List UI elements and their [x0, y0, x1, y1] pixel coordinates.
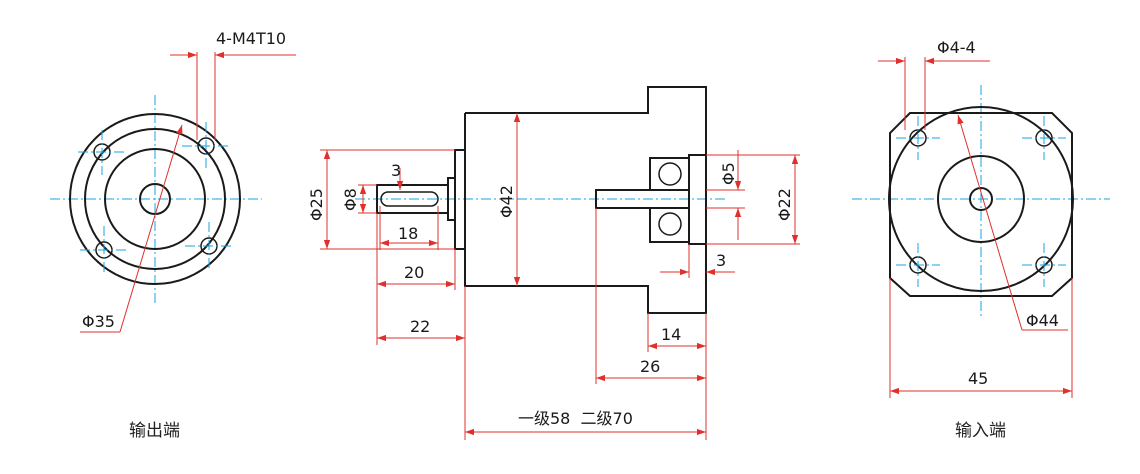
input-pcd-leader: [957, 114, 1023, 331]
input-bore-shaft: [595, 189, 690, 209]
output-shaft: [376, 184, 449, 214]
label-flange-spigot: Φ25: [307, 188, 326, 221]
label-14: 14: [661, 325, 681, 344]
label-input-thk: 3: [716, 251, 726, 270]
label-input-bore: Φ5: [719, 162, 738, 185]
output-pcd-label: Φ35: [82, 312, 115, 331]
output-pcd-leader: [119, 124, 183, 333]
dim-shaft-len-22: [377, 286, 466, 440]
output-outer-circle: [69, 113, 241, 285]
dim-flange-spigot: [320, 149, 455, 250]
output-keyway: [380, 191, 439, 207]
side-view: Φ25 Φ8 3 18 20 22 Φ: [307, 86, 800, 440]
output-flange-circle: [84, 128, 226, 270]
input-outer-circle: [888, 106, 1074, 292]
output-spigot-circle: [104, 148, 206, 250]
dim-14: [647, 313, 707, 440]
dim-26: [595, 208, 706, 384]
input-hole-label: Φ4-4: [937, 38, 976, 57]
dim-shaft-len-20: [376, 213, 456, 345]
input-hole-dimension: [878, 57, 990, 130]
input-mounting-holes: [896, 116, 1066, 287]
label-keyway-length: 18: [398, 224, 418, 243]
label-square-45: 45: [968, 369, 988, 388]
label-shaft-len-20: 20: [404, 263, 424, 282]
input-pcd-label: Φ44: [1026, 311, 1059, 330]
label-total-length: 一级58 二级70: [518, 409, 633, 428]
input-boss-circle: [937, 155, 1025, 243]
dim-shaft-dia: [358, 184, 377, 214]
label-body-dia: Φ42: [497, 185, 516, 218]
input-end-view: Φ4-4 Φ44 45 输入端: [852, 38, 1110, 441]
dim-keyway-length: [379, 206, 439, 250]
label-input-boss: Φ22: [775, 188, 794, 221]
label-keyway-width: 3: [391, 161, 401, 180]
dim-input-boss: [706, 154, 800, 245]
output-end-view: 4-M4T10 Φ35 输出端: [50, 29, 296, 441]
dim-input-bore: [706, 150, 745, 240]
input-end-caption: 输入端: [955, 421, 1006, 441]
output-end-caption: 输出端: [129, 421, 180, 441]
dim-input-thk: [660, 244, 735, 278]
dim-square-45: [889, 278, 1073, 398]
label-26: 26: [640, 357, 660, 376]
input-bore-circle: [969, 187, 993, 211]
output-mounting-holes: [78, 122, 233, 274]
label-shaft-len-22: 22: [410, 317, 430, 336]
output-hole-label: 4-M4T10: [216, 29, 286, 48]
output-hole-dimension: [170, 51, 296, 140]
label-shaft-dia: Φ8: [341, 188, 360, 211]
